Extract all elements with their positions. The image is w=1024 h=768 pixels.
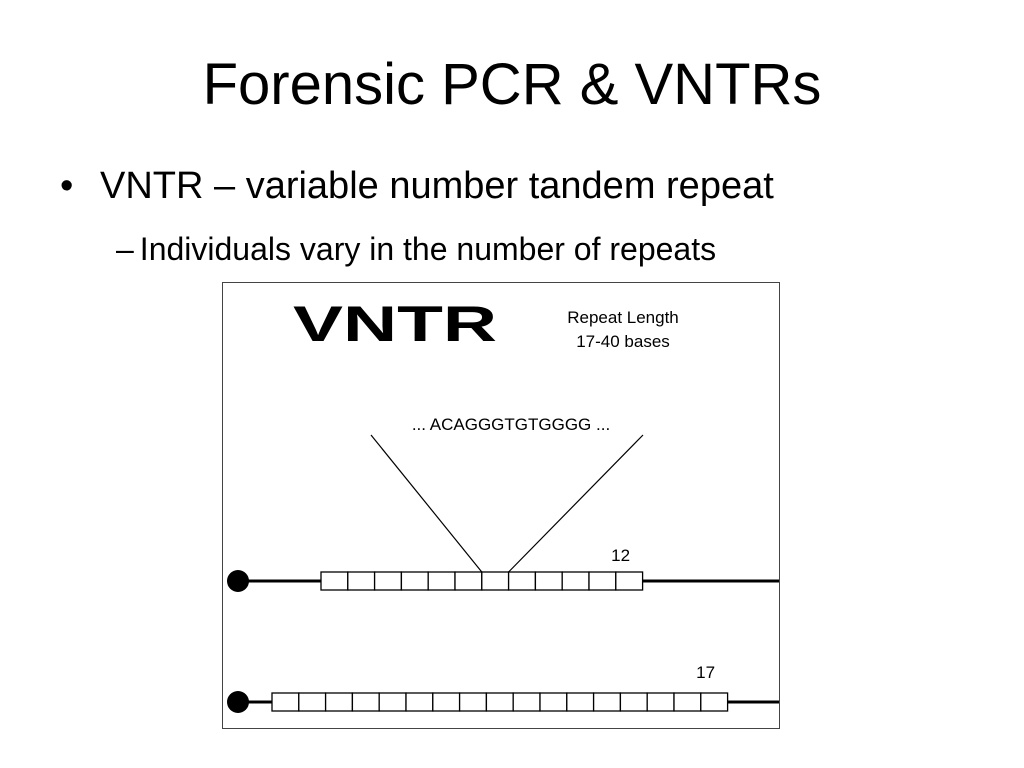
allele-17-repeat-box [566, 692, 595, 712]
allele-17-repeat-box [673, 692, 702, 712]
sub-bullet-text: Individuals vary in the number of repeat… [139, 231, 717, 267]
allele-17-repeat-box [324, 692, 354, 712]
allele-17-repeat-box [485, 692, 514, 712]
vntr-heading: VNTR [293, 296, 497, 352]
allele-12-repeat-box [320, 571, 349, 591]
allele-12-count-label: 12 [611, 546, 630, 565]
allele-12-repeat-box [615, 571, 644, 591]
allele-12-repeat-box [400, 571, 429, 591]
allele-17-end-dot [227, 691, 249, 713]
allele-12-repeat-box [427, 571, 456, 591]
vntr-diagram: VNTR Repeat Length 17-40 bases ... ACAGG… [222, 282, 780, 729]
allele-17-repeat-box [378, 692, 407, 712]
allele-17-repeat-box [351, 692, 380, 712]
vntr-diagram-canvas: VNTR Repeat Length 17-40 bases ... ACAGG… [227, 296, 779, 713]
allele-17-repeat-box [271, 692, 300, 712]
allele-12-repeat-box [588, 571, 617, 591]
bullet-vntr-definition: • VNTR – variable number tandem repeat [60, 162, 774, 210]
allele-12-repeat-box [561, 571, 590, 591]
allele-17-repeat-box [432, 692, 461, 712]
allele-12-repeat-box [507, 571, 537, 591]
allele-17-repeat-box [619, 692, 648, 712]
allele-17-count-label: 17 [696, 663, 715, 682]
allele-12-repeat-box [534, 571, 563, 591]
allele-12-repeat-box [481, 571, 510, 591]
slide-title: Forensic PCR & VNTRs [202, 52, 822, 117]
repeat-length-label: Repeat Length [567, 308, 679, 327]
zoom-line-left [370, 434, 483, 573]
zoom-line-right [508, 434, 644, 573]
allele-17-repeat-box [458, 692, 488, 712]
allele-17-repeat-box [646, 692, 675, 712]
allele-12-repeat-box [454, 571, 483, 591]
allele-17-repeat-box [405, 692, 434, 712]
allele-12-end-dot [227, 570, 249, 592]
allele-17-repeat-box [512, 692, 541, 712]
bullet-text: VNTR – variable number tandem repeat [100, 165, 774, 207]
allele-17-repeat-box [700, 692, 729, 712]
sub-bullet-individuals-vary: –Individuals vary in the number of repea… [116, 228, 716, 270]
allele-17-repeat-box [298, 692, 327, 712]
sub-bullet-marker: – [116, 231, 134, 267]
repeat-length-value: 17-40 bases [576, 332, 670, 351]
alleles-layer: 12 17 [227, 434, 779, 713]
allele-17-repeat-box [539, 692, 568, 712]
bullet-marker: • [60, 165, 74, 207]
allele-17-repeat-box [592, 692, 622, 712]
allele-12-repeat-box [373, 571, 403, 591]
repeat-sequence: ... ACAGGGTGTGGGG ... [412, 415, 610, 434]
allele-12-repeat-box [347, 571, 376, 591]
